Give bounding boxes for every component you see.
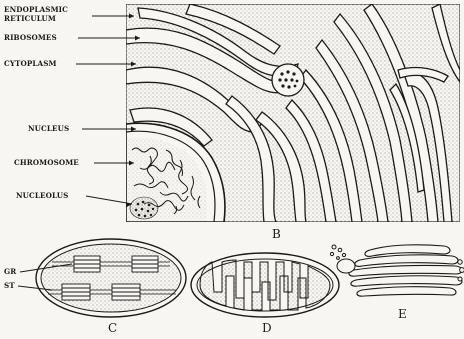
panel-label-d: D (262, 321, 272, 335)
nucleolus-mass (130, 197, 158, 219)
ribosome-cluster-vesicle (272, 64, 304, 96)
label-st: ST (4, 281, 15, 290)
golgi-cisternae (349, 245, 462, 296)
panel-label-b: B (272, 227, 281, 241)
panel-d-mitochondrion: D (191, 253, 339, 335)
label-chromosome: CHROMOSOME (14, 158, 79, 167)
panel-e-golgi: E (330, 245, 464, 321)
label-cytoplasm: CYTOPLASM (4, 59, 57, 68)
label-ribosomes: RIBOSOMES (4, 33, 57, 42)
panel-label-c: C (108, 321, 117, 335)
panel-b-cell-section (126, 4, 460, 222)
label-endoplasmic-line2: RETICULUM (4, 14, 56, 23)
label-endoplasmic-line1: ENDOPLASMIC (4, 5, 68, 14)
label-gr: GR (4, 267, 17, 276)
label-nucleolus: NUCLEOLUS (16, 191, 68, 200)
panel-label-e: E (398, 307, 407, 321)
label-nucleus: NUCLEUS (28, 124, 69, 133)
panel-c-chloroplast: GR ST C (4, 239, 186, 335)
arrow-nucleolus (86, 196, 132, 204)
